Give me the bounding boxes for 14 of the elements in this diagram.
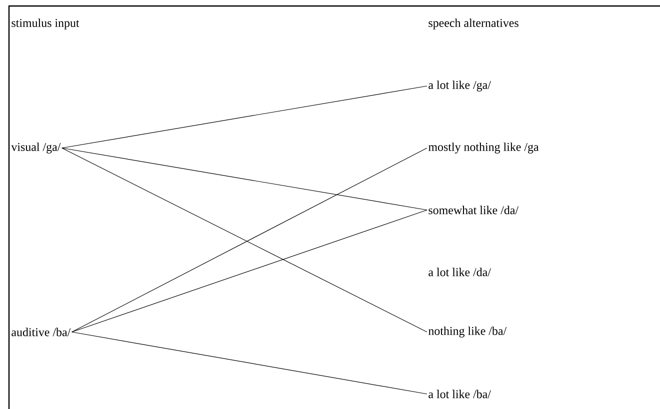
node-label: a lot like /ba/ — [428, 390, 491, 398]
node-label: somewhat like /da/ — [428, 206, 519, 214]
node-label: auditive /ba/ — [12, 328, 71, 336]
node-label: nothing like /ba/ — [428, 326, 507, 338]
connector-line — [72, 332, 428, 394]
node-label: mostly nothing like /ga — [428, 142, 539, 154]
node-label: a lot like /ga/ — [428, 80, 491, 92]
connector-line — [62, 86, 428, 148]
column-heading: stimulus input — [12, 18, 80, 30]
connector-line — [62, 148, 428, 210]
column-heading: speech alternatives — [428, 18, 518, 30]
connector-line — [72, 210, 428, 332]
node-label: a lot like /da/ — [428, 268, 491, 276]
node-label: visual /ga/ — [11, 142, 61, 154]
